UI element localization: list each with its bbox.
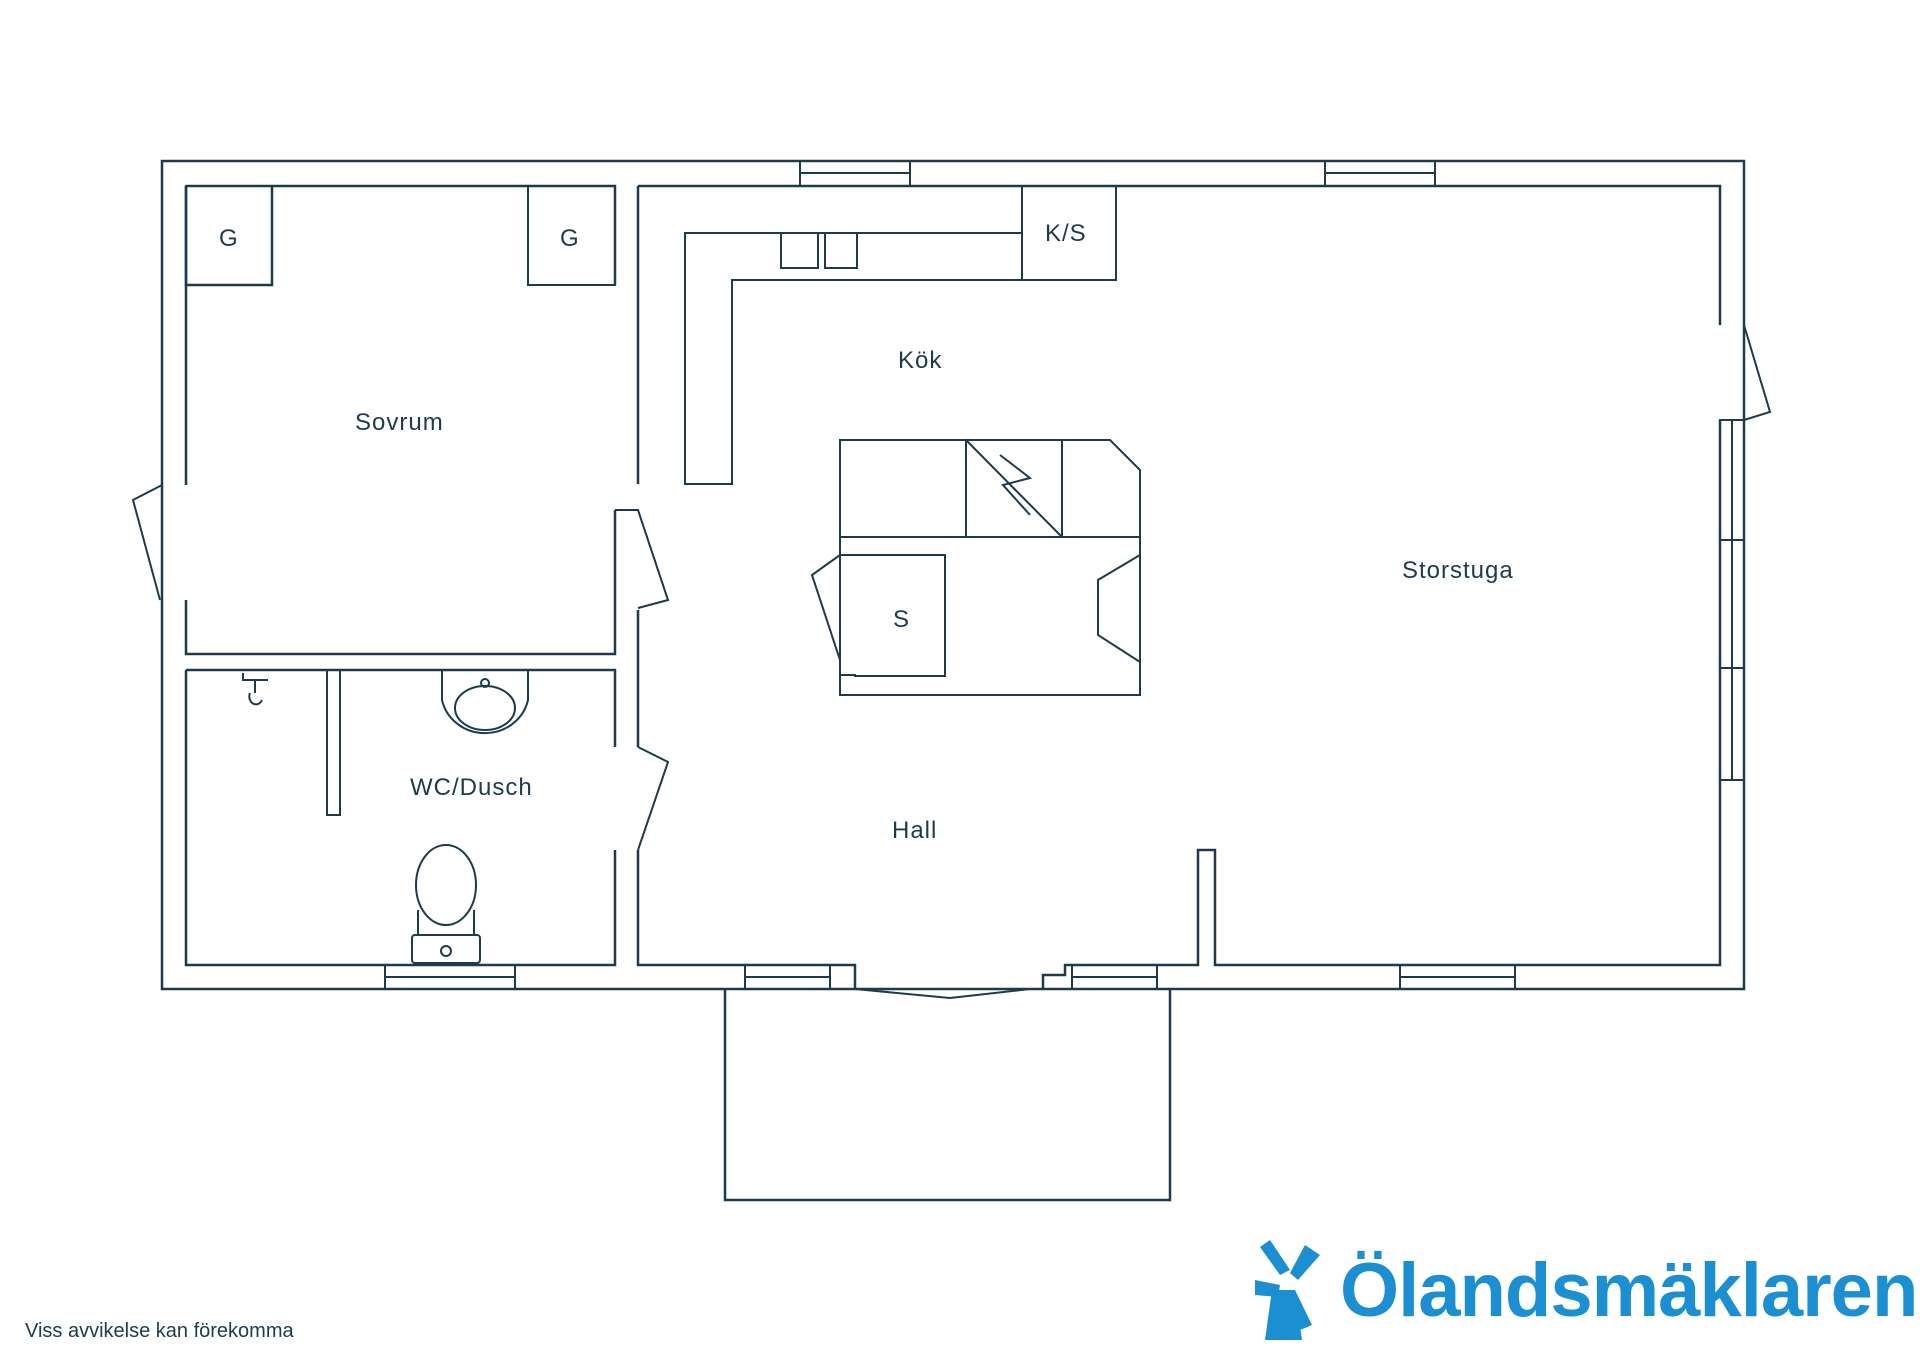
bathroom-fixtures [242, 669, 529, 964]
brand-name: Ölandsmäklaren [1340, 1247, 1918, 1333]
shower-icon [242, 673, 268, 706]
fireplace-label: S [893, 606, 910, 633]
doors [131, 324, 1772, 1000]
veranda [723, 989, 1172, 1202]
room-label-hall: Hall [892, 817, 937, 844]
room-label-bedroom: Sovrum [355, 409, 444, 436]
kitchen-counter [684, 185, 1117, 485]
room-label-kitchen: Kök [898, 347, 942, 374]
windmill-logo-icon [1255, 1240, 1320, 1340]
wardrobe-label-left: G [219, 225, 239, 252]
windows [384, 160, 1745, 990]
stove-icon [999, 454, 1033, 516]
wardrobe-label-right: G [560, 225, 580, 252]
room-label-bathroom: WC/Dusch [410, 774, 533, 801]
sink-icon [441, 670, 529, 735]
kitchen-island [810, 439, 1141, 696]
wardrobes [185, 185, 616, 286]
fridge-freezer-label: K/S [1045, 220, 1087, 247]
room-label-living-room: Storstuga [1402, 557, 1514, 584]
disclaimer-text: Viss avvikelse kan förekomma [25, 1320, 294, 1342]
toilet-icon [411, 844, 481, 964]
brand-logo: Ölandsmäklaren [1250, 1235, 1918, 1345]
